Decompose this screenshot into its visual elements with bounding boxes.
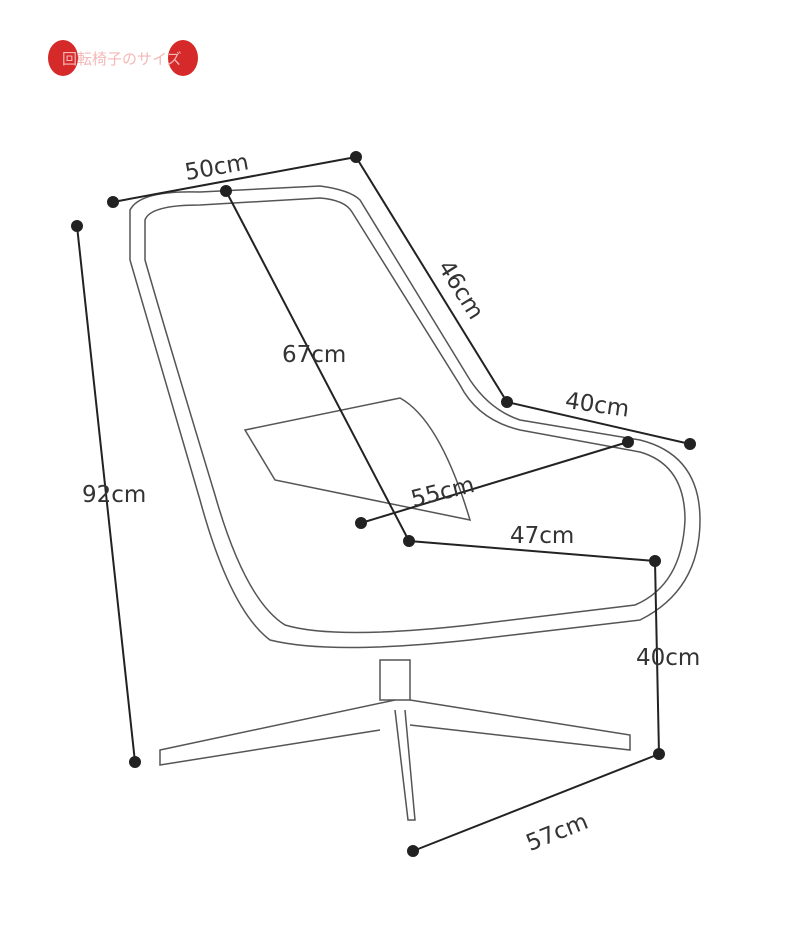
label-total-height: 92cm [82, 482, 146, 508]
red-dot-right [168, 40, 198, 76]
chair-outline [129, 185, 701, 821]
label-seat-height: 40cm [636, 645, 700, 671]
label-base: 57cm [523, 809, 592, 857]
label-seat-depth: 47cm [510, 523, 574, 549]
red-dot-left [48, 40, 78, 76]
label-seat-width: 55cm [408, 472, 477, 513]
title-badge: 回転椅子のサイズ [40, 38, 210, 78]
dimension-lines [71, 151, 696, 857]
title-text: 回転椅子のサイズ [62, 50, 182, 68]
label-top-width: 50cm [183, 149, 251, 186]
label-back-height: 67cm [282, 342, 346, 368]
label-back-depth: 46cm [432, 256, 488, 324]
